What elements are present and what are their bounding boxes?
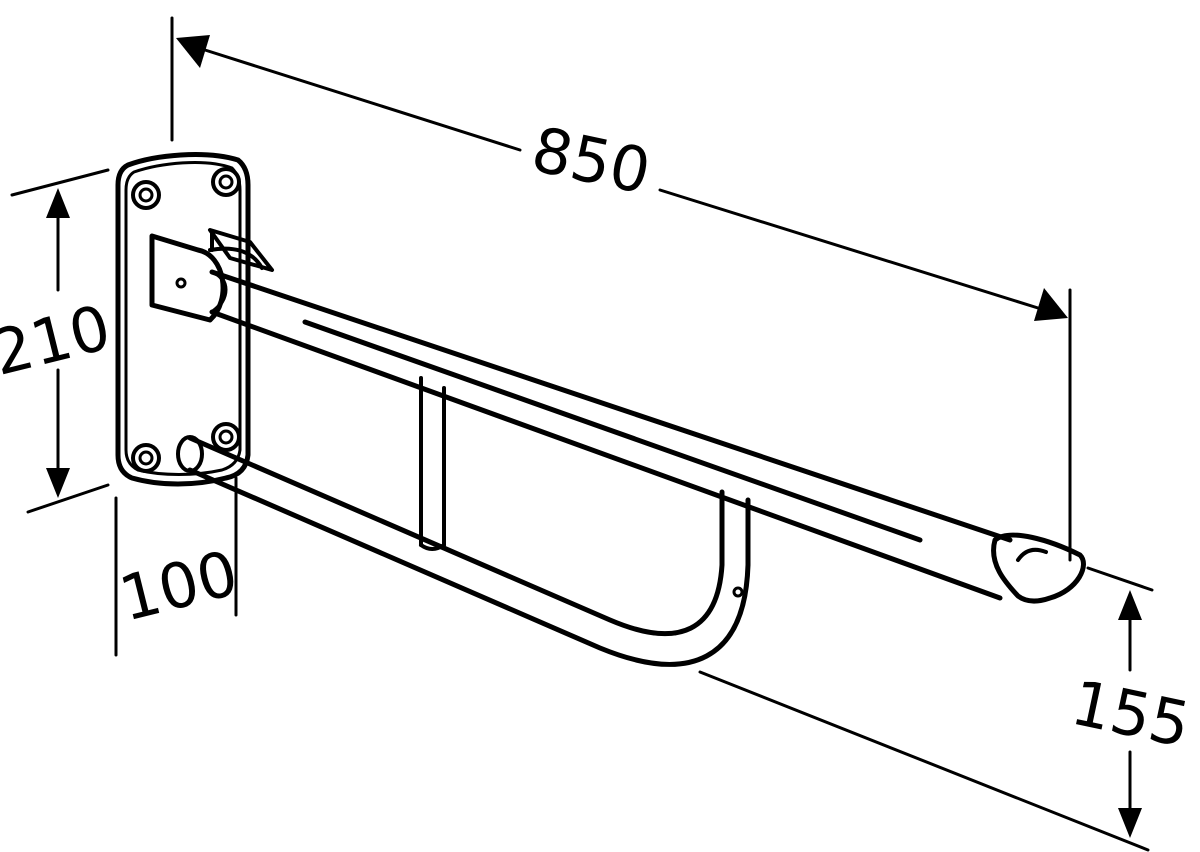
vertical-strut (419, 376, 446, 551)
screw-bottom-right (211, 422, 241, 452)
dimension-155-label: 155 (1065, 666, 1196, 762)
lower-support-rail (176, 435, 751, 667)
hinge-housing (149, 228, 274, 323)
dimension-155: 155 (698, 566, 1196, 852)
screw-top-right (211, 167, 241, 197)
dimension-850: 850 (170, 16, 1072, 562)
dimension-210: 210 (0, 168, 118, 514)
wall-plate (115, 152, 251, 487)
dimension-100: 100 (112, 476, 245, 657)
main-grab-bar (209, 269, 1013, 601)
screw-top-left (131, 180, 161, 210)
screw-bottom-left (131, 443, 161, 473)
dimension-210-label: 210 (0, 290, 118, 389)
dimension-850-label: 850 (526, 113, 657, 209)
bar-end-cap (991, 532, 1086, 604)
dimension-100-label: 100 (112, 536, 244, 635)
